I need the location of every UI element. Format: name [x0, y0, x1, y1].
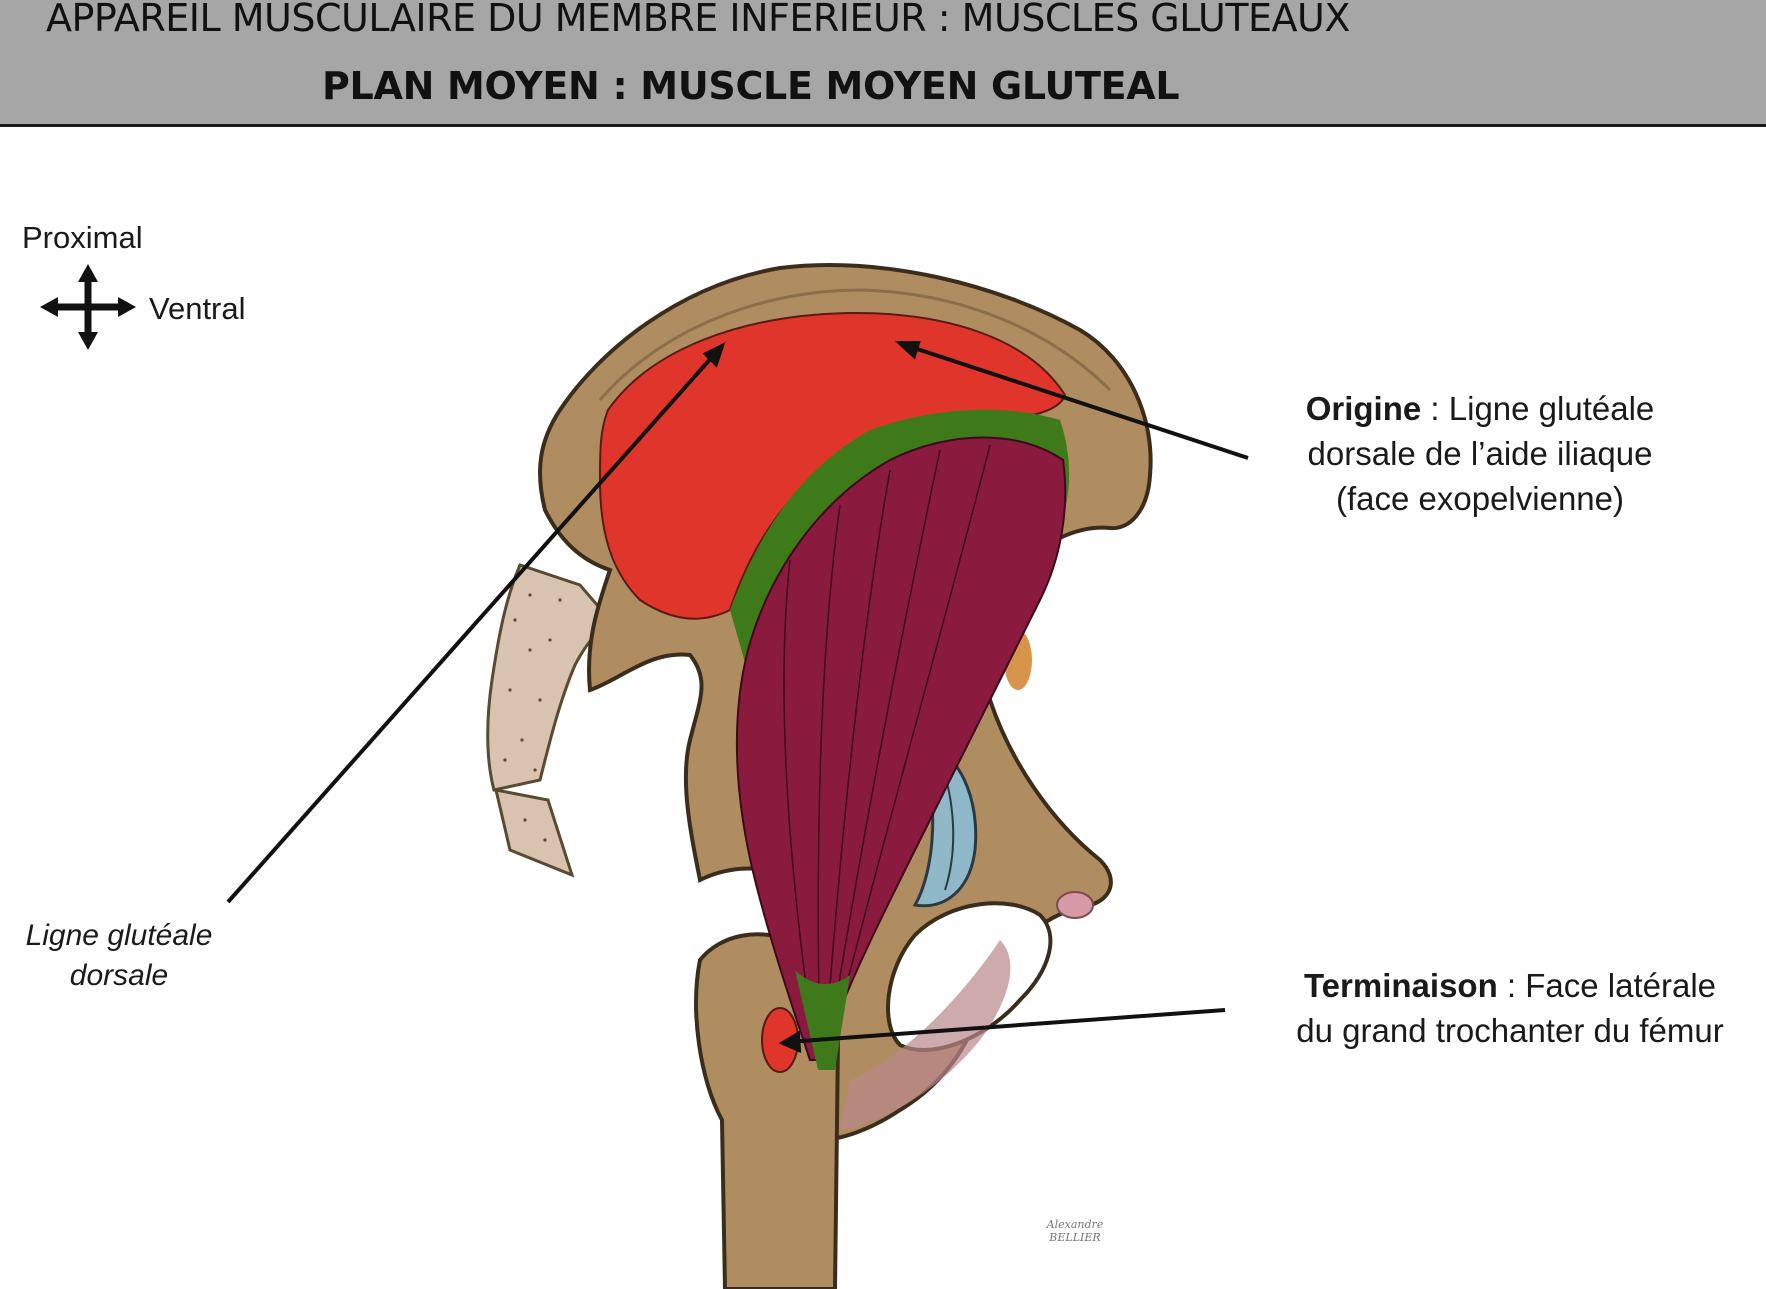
origine-label: Origine : Ligne glutéale dorsale de l’ai…	[1265, 386, 1695, 521]
signature-line2: BELLIER	[1049, 1231, 1101, 1244]
page-subtitle: PLAN MOYEN : MUSCLE MOYEN GLUTEAL	[322, 64, 1180, 108]
sacrum-fragment	[486, 563, 613, 878]
ligne-glutéale-label: Ligne glutéale dorsale	[14, 916, 224, 996]
origine-line3: (face exopelvienne)	[1335, 480, 1624, 517]
ligne-label-line2: dorsale	[69, 959, 169, 992]
terminaison-term: Terminaison	[1303, 967, 1498, 1004]
origine-line2: dorsale de l’aide iliaque	[1307, 435, 1653, 472]
orientation-ventral-label: Ventral	[149, 291, 246, 326]
terminaison-label: Terminaison : Face latérale du grand tro…	[1260, 963, 1760, 1053]
page-header: APPAREIL MUSCULAIRE DU MEMBRE INFERIEUR …	[0, 0, 1766, 127]
terminaison-line1: : Face latérale	[1497, 967, 1717, 1004]
page-title: APPAREIL MUSCULAIRE DU MEMBRE INFERIEUR …	[46, 0, 1350, 40]
origine-line1: : Ligne glutéale	[1421, 390, 1655, 427]
leader-lines	[226, 341, 1249, 1054]
terminaison-line2: du grand trochanter du fémur	[1296, 1012, 1724, 1049]
signature-line1: Alexandre	[1046, 1218, 1104, 1231]
orientation-arrows-icon	[40, 264, 136, 350]
origine-term: Origine	[1305, 390, 1422, 427]
artist-signature: Alexandre BELLIER	[1040, 1218, 1110, 1244]
distal-tendon	[795, 970, 850, 1070]
orientation-proximal-label: Proximal	[22, 220, 143, 255]
gluteus-medius-muscle-belly	[735, 436, 1067, 1061]
ligne-label-line1: Ligne glutéale	[25, 919, 213, 952]
